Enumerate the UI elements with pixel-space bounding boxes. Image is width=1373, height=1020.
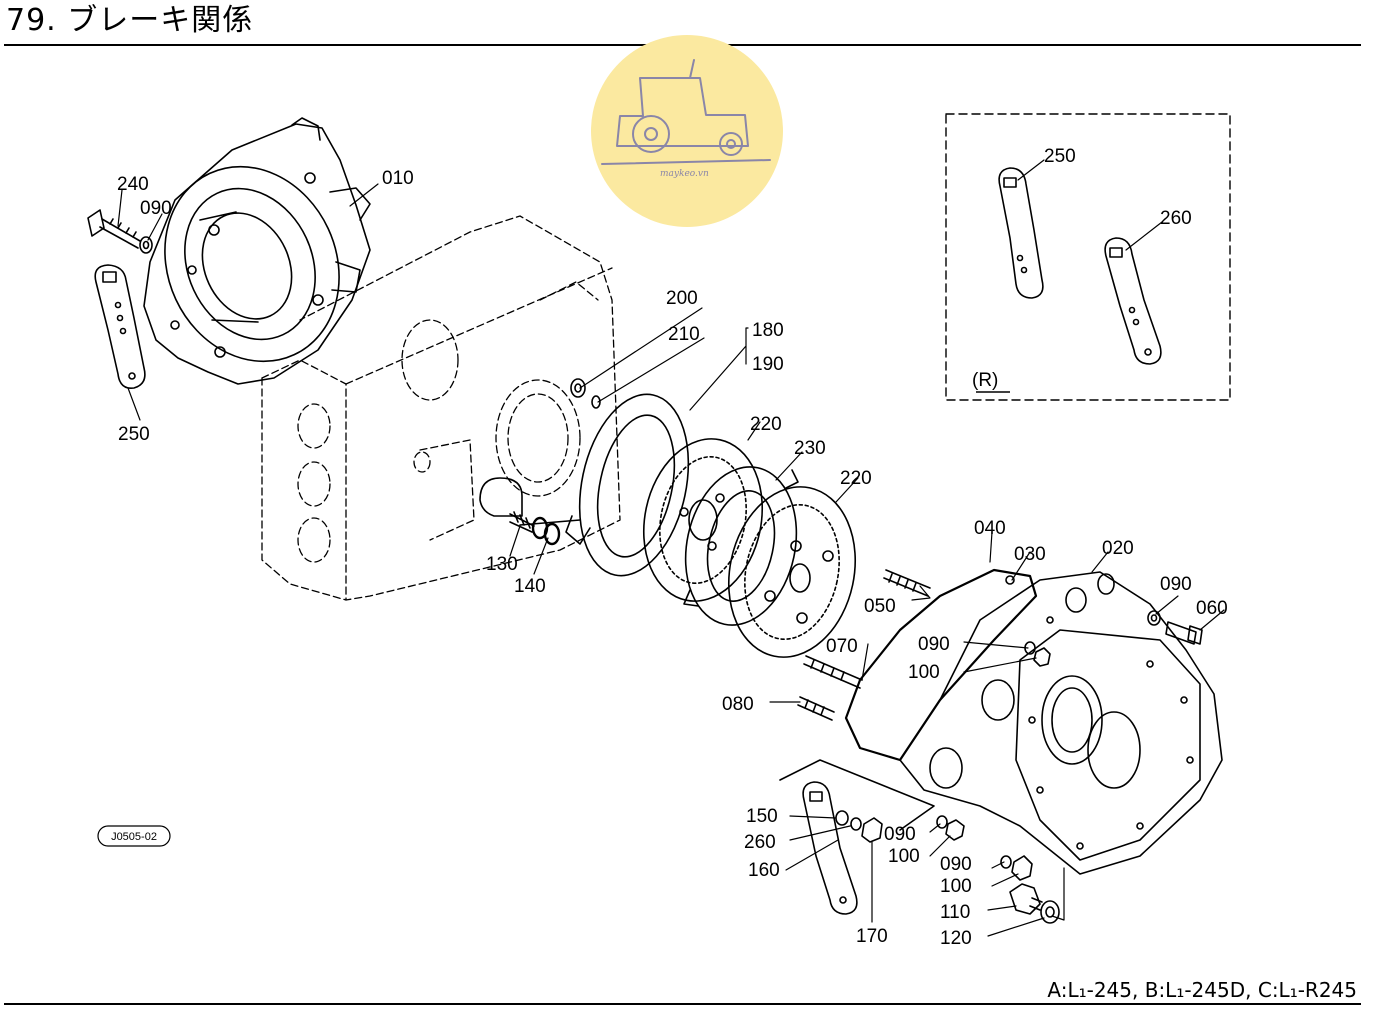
label-050: 050 [864, 596, 896, 617]
part-150-washer [835, 810, 849, 826]
footer-rule [4, 1003, 1361, 1005]
part-020-brake-housing [899, 571, 1223, 875]
label-220-a: 220 [750, 414, 782, 435]
label-070: 070 [826, 636, 858, 657]
label-090-right: 090 [1160, 574, 1192, 595]
part-140-o-rings [531, 516, 561, 546]
label-100-lower-b: 100 [940, 876, 972, 897]
watermark-logo [591, 35, 783, 227]
label-210: 210 [668, 324, 700, 345]
part-040-pin [1005, 575, 1015, 585]
label-220-b: 220 [840, 468, 872, 489]
label-020: 020 [1102, 538, 1134, 559]
part-050-stud [883, 569, 931, 597]
part-090-washer-lower-b [1000, 855, 1012, 869]
label-230: 230 [794, 438, 826, 459]
label-180: 180 [752, 320, 784, 341]
part-060-bolt [1165, 621, 1203, 645]
part-160-washer [850, 817, 862, 831]
inset-label: (R) [972, 370, 998, 391]
label-090-upper: 090 [918, 634, 950, 655]
part-030-gasket [844, 568, 1038, 762]
label-240: 240 [117, 174, 149, 195]
part-100-nut-lower-b [1011, 855, 1033, 881]
drawing-code-badge: J0505-02 [97, 825, 171, 847]
part-100-nut-upper [1033, 647, 1051, 667]
part-230-plate [683, 466, 799, 626]
label-190: 190 [752, 354, 784, 375]
label-080: 080 [722, 694, 754, 715]
label-110: 110 [940, 902, 970, 923]
transmission-case [261, 215, 621, 601]
part-090-washer-lower-a [936, 815, 948, 829]
watermark-text: maykeo.vn [660, 169, 709, 179]
label-040: 040 [974, 518, 1006, 539]
label-140: 140 [514, 576, 546, 597]
part-130-cam [479, 477, 535, 533]
leader-lines [117, 159, 1225, 937]
part-220-brake-disc-a [642, 438, 764, 602]
label-260-inset: 260 [1160, 208, 1192, 229]
label-200: 200 [666, 288, 698, 309]
label-130: 130 [486, 554, 518, 575]
drawing-code: J0505-02 [111, 831, 157, 843]
part-200-pin [570, 378, 586, 398]
part-260-inset-lever [1104, 237, 1162, 365]
label-150: 150 [746, 806, 778, 827]
page-title: 79. ブレーキ関係 [6, 3, 254, 38]
label-100-upper: 100 [908, 662, 940, 683]
label-170: 170 [856, 926, 888, 947]
label-090-lower-b: 090 [940, 854, 972, 875]
part-240-bolt [87, 209, 141, 249]
part-180-plate [565, 393, 690, 577]
callout-labels: 240 090 250 010 200 210 180 190 220 230 … [117, 146, 1228, 949]
part-250-left-lever [94, 264, 146, 390]
part-220-brake-disc-b [727, 486, 857, 658]
label-120: 120 [940, 928, 972, 949]
label-060: 060 [1196, 598, 1228, 619]
part-080-stud [797, 696, 835, 721]
part-100-nut-lower-a [945, 819, 965, 841]
part-010-brake-cover [143, 117, 371, 385]
part-120-washer [1040, 900, 1060, 924]
label-250-left: 250 [118, 424, 150, 445]
part-210-pin [591, 395, 601, 409]
part-250-inset-slot [1003, 177, 1017, 188]
inset-r [945, 113, 1231, 401]
part-260-lower-lever [779, 759, 935, 915]
label-010: 010 [382, 168, 414, 189]
part-110-plug [1009, 883, 1043, 915]
label-260-lower: 260 [744, 832, 776, 853]
label-030: 030 [1014, 544, 1046, 565]
label-090-left: 090 [140, 198, 172, 219]
part-090-washer-right [1147, 610, 1161, 626]
model-applicability: A:L₁-245, B:L₁-245D, C:L₁-R245 [1047, 978, 1357, 1002]
part-090-washer-left [139, 236, 153, 254]
part-070-stud [803, 655, 863, 689]
label-100-lower-a: 100 [888, 846, 920, 867]
part-250-inset-lever [998, 167, 1044, 299]
label-250-inset: 250 [1044, 146, 1076, 167]
label-160: 160 [748, 860, 780, 881]
label-090-lower-a: 090 [884, 824, 916, 845]
part-170-nut [861, 817, 883, 843]
